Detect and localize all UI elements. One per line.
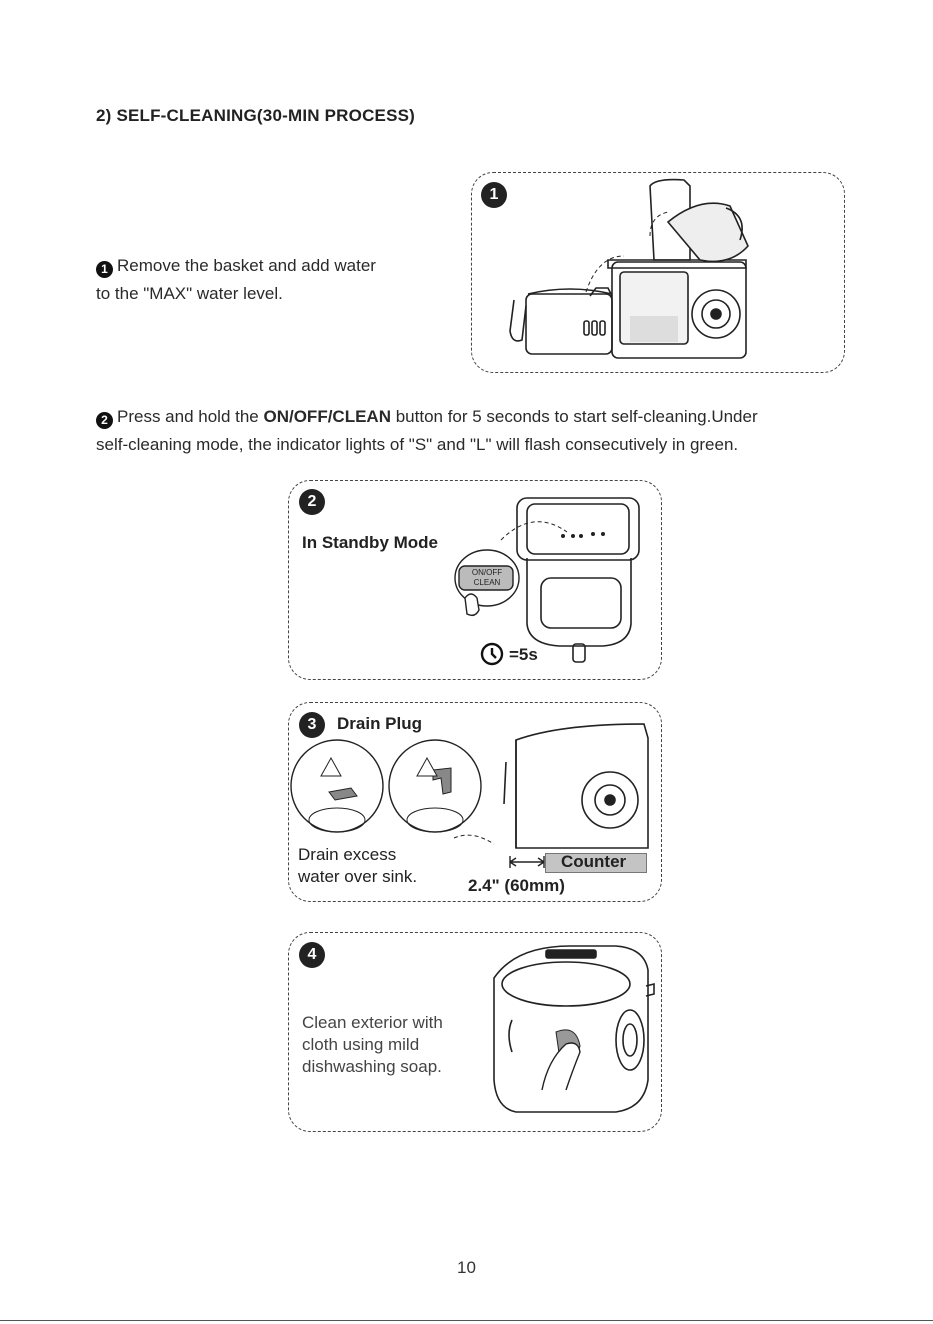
counter-label: Counter	[561, 852, 627, 871]
control-panel-illustration	[454, 497, 640, 663]
panel4-line3: dishwashing soap.	[302, 1057, 442, 1076]
indicator-lights-icon	[561, 532, 605, 538]
step1-line2: to the "MAX" water level.	[96, 284, 283, 303]
button-label: ON/OFF CLEAN	[460, 568, 514, 588]
button-label-line1: ON/OFF	[471, 568, 503, 577]
panel1-badge: 1	[481, 182, 507, 208]
panel4-line2: cloth using mild	[302, 1035, 420, 1054]
finger-press-icon	[464, 593, 480, 617]
zoom-arrow-icon	[500, 521, 568, 541]
step1-number-icon: 1	[96, 261, 113, 278]
ice-maker-on-counter-illustration	[453, 723, 649, 849]
panel3-title: Drain Plug	[337, 714, 423, 733]
panel2-badge: 2	[299, 489, 325, 515]
ice-maker-side-view-icon	[503, 723, 649, 849]
step1-line1: Remove the basket and add water	[117, 256, 376, 275]
drain-caption-line2: water over sink.	[298, 867, 418, 886]
panel4-instructions: Clean exterior with cloth using mild dis…	[302, 1012, 443, 1078]
ice-maker-fill-water-illustration	[509, 178, 749, 359]
button-label-line2: CLEAN	[473, 578, 501, 587]
panel2-title: In Standby Mode	[302, 533, 438, 552]
counter-surface	[545, 853, 647, 873]
drain-caption-line1: Drain excess	[298, 845, 397, 864]
clean-exterior-illustration	[493, 945, 655, 1113]
illustration-panel-1	[471, 172, 845, 373]
drain-plug-illustration	[290, 739, 482, 833]
on-off-clean-button	[458, 565, 514, 591]
step2-number-icon: 2	[96, 412, 113, 429]
drain-caption: Drain excess water over sink.	[298, 844, 417, 888]
step2-button-name: ON/OFF/CLEAN	[263, 407, 391, 426]
page-number: 10	[457, 1258, 476, 1277]
section-heading: 2) SELF-CLEANING(30-MIN PROCESS)	[96, 106, 416, 125]
footer-rule	[0, 1320, 933, 1321]
step2-post: button for 5 seconds to start self-clean…	[390, 407, 758, 426]
step2-pre: Press and hold the	[117, 407, 264, 426]
ice-maker-perspective-icon	[493, 945, 655, 1113]
remove-basket-arrow-icon	[585, 255, 625, 293]
panel4-badge: 4	[299, 942, 325, 968]
ice-maker-top-view-icon	[516, 497, 640, 663]
clock-icon	[480, 642, 504, 666]
move-arrow-icon	[453, 834, 495, 845]
illustration-panel-4	[288, 932, 662, 1132]
pitcher-icon	[666, 202, 749, 263]
drain-plug-closed-icon	[290, 739, 384, 833]
pour-arrow-icon	[649, 211, 669, 237]
distance-arrow-icon	[509, 856, 545, 868]
illustration-panel-2	[288, 480, 662, 680]
hand-icon	[541, 1042, 581, 1091]
panel3-badge: 3	[299, 712, 325, 738]
step2-line2: self-cleaning mode, the indicator lights…	[96, 435, 739, 454]
basket-icon	[509, 287, 613, 355]
timer-label: =5s	[509, 645, 538, 664]
illustration-panel-3	[288, 702, 662, 902]
panel4-line1: Clean exterior with	[302, 1013, 443, 1032]
distance-label: 2.4" (60mm)	[468, 876, 565, 895]
